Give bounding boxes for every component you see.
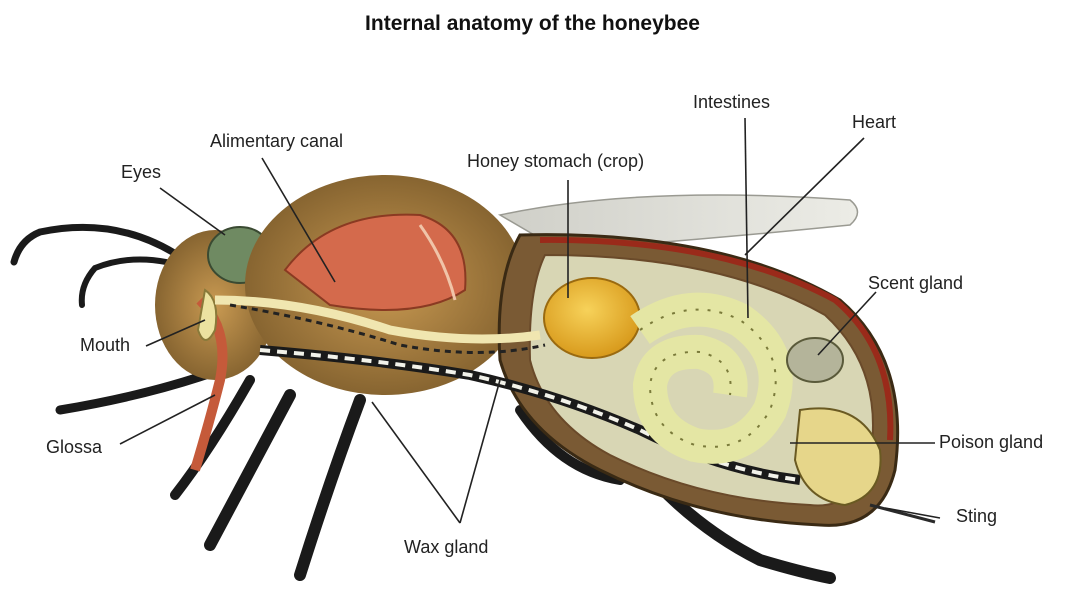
honey-stomach — [544, 278, 640, 358]
label-mouth: Mouth — [80, 335, 130, 356]
label-glossa: Glossa — [46, 437, 102, 458]
scent-gland-shape — [787, 338, 843, 382]
label-sting: Sting — [956, 506, 997, 527]
label-wax-gland: Wax gland — [404, 537, 488, 558]
sting-shape — [870, 505, 935, 522]
label-scent-gland: Scent gland — [868, 273, 963, 294]
label-eyes: Eyes — [121, 162, 161, 183]
antenna-upper — [14, 227, 185, 262]
label-poison-gland: Poison gland — [939, 432, 1043, 453]
label-heart: Heart — [852, 112, 896, 133]
label-intestines: Intestines — [693, 92, 770, 113]
label-alimentary-canal: Alimentary canal — [210, 131, 343, 152]
label-honey-stomach: Honey stomach (crop) — [467, 151, 644, 172]
